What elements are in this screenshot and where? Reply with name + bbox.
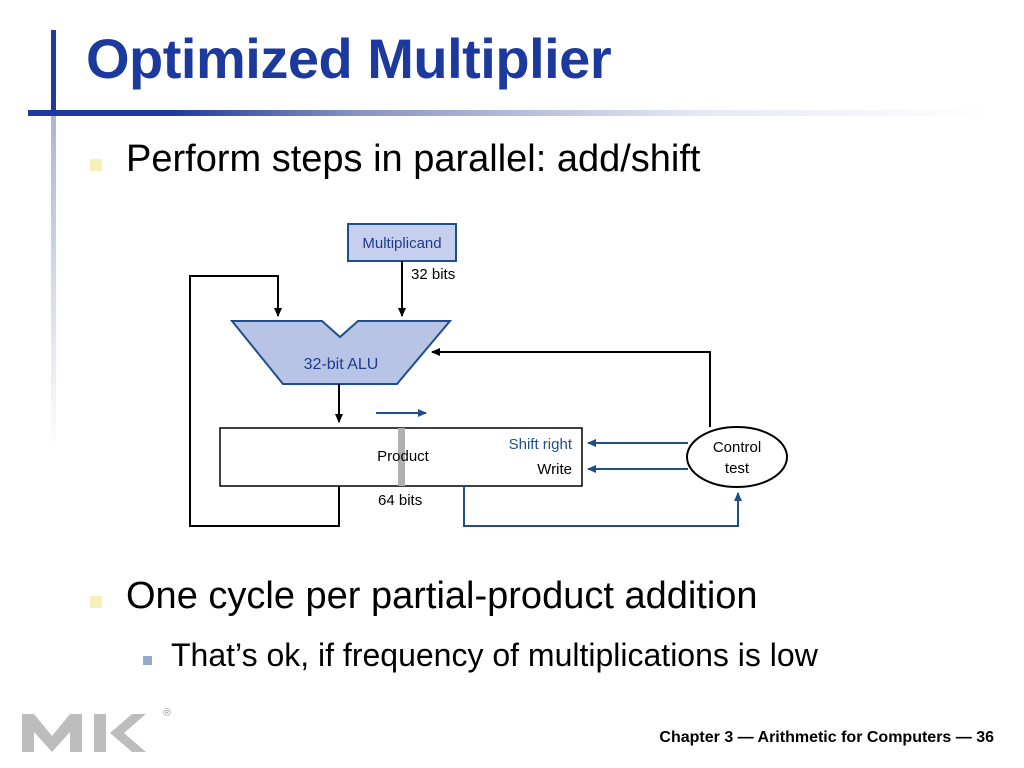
- product-width-label: 64 bits: [378, 492, 422, 509]
- bullet-text-1: Perform steps in parallel: add/shift: [126, 138, 701, 180]
- registered-mark: ®: [163, 707, 171, 719]
- bullet-marker: [90, 159, 102, 171]
- multiplicand-width-label: 32 bits: [411, 266, 455, 283]
- bullet-text-2: One cycle per partial-product addition: [126, 575, 758, 617]
- accent-horizontal-bar: [28, 110, 988, 116]
- logo-k-stem: [94, 714, 106, 752]
- product-lsb-to-control-arrow: [463, 486, 742, 527]
- accent-vertical-bar-fade: [51, 112, 56, 452]
- product-feedback-loop: [189, 275, 340, 527]
- control-test-unit: Control test: [686, 426, 788, 488]
- write-label: Write: [537, 461, 572, 478]
- sub-bullet-marker: [143, 656, 152, 665]
- control-label-line1: Control: [713, 439, 761, 456]
- product-register: Product Shift right Write: [219, 427, 583, 487]
- shift-right-label: Shift right: [509, 436, 573, 453]
- control-to-alu-arrow: [431, 348, 711, 427]
- product-label: Product: [377, 448, 430, 465]
- bullet-text-3: That’s ok, if frequency of multiplicatio…: [171, 637, 818, 673]
- accent-vertical-bar: [51, 30, 56, 112]
- product-divider: [398, 428, 405, 486]
- logo-m-shape: [22, 714, 82, 752]
- slide-footer: Chapter 3 — Arithmetic for Computers — 3…: [659, 729, 994, 746]
- alu-block: 32-bit ALU: [229, 320, 453, 385]
- bullet-marker: [90, 596, 102, 608]
- slide-title: Optimized Multiplier: [86, 27, 612, 90]
- multiplicand-label: Multiplicand: [362, 235, 441, 252]
- logo-k-arm: [110, 714, 146, 752]
- control-label-line2: test: [725, 460, 750, 477]
- multiplicand-register: Multiplicand: [347, 223, 457, 262]
- alu-label: 32-bit ALU: [304, 356, 379, 373]
- mk-logo: ®: [22, 707, 171, 752]
